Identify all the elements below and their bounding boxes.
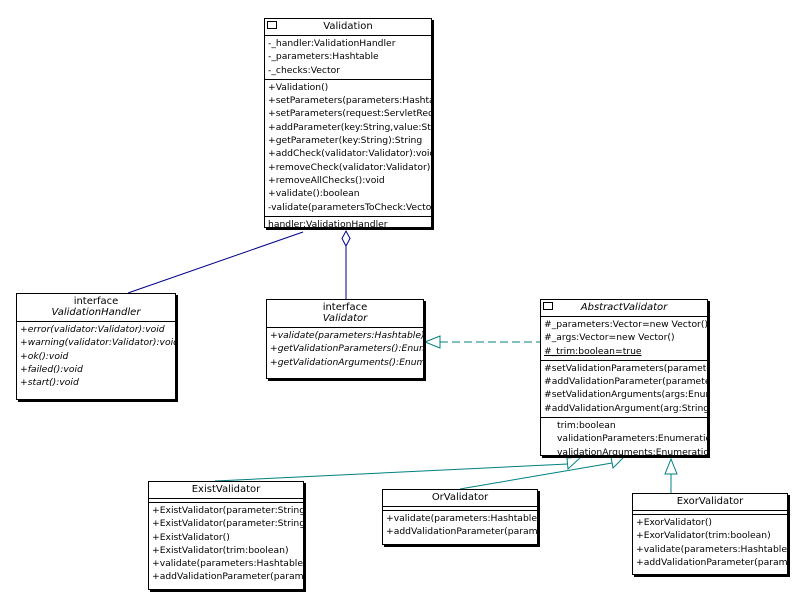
operation: -validate(parametersToCheck:Vector) (268, 201, 431, 213)
operation: +start():void (20, 377, 79, 389)
generalization-or-line (459, 462, 613, 490)
operation: +warning(validator:Validator):void (20, 337, 175, 349)
operation: +addValidationParameter(parameter) (636, 556, 787, 568)
operation: +addValidationParameter(parameter) (152, 571, 303, 583)
operation: +ExistValidator(trim:boolean) (152, 544, 289, 556)
operation: +getParameter(key:String):String (268, 135, 423, 147)
class-header: AbstractValidator (541, 300, 707, 317)
operation: +ExistValidator() (152, 531, 230, 543)
validation-class[interactable]: Validation -_handler:ValidationHandler -… (264, 18, 432, 228)
or-validator-class[interactable]: OrValidator +validate(parameters:Hashtab… (382, 489, 538, 545)
interface-name: ValidationHandler (51, 307, 141, 318)
realization-arrowhead (423, 335, 441, 349)
operation: #addValidationArgument(arg:String) (544, 402, 707, 414)
operation: +setParameters(parameters:Hashtable) (268, 95, 431, 107)
operation: #setValidationParameters(parameters) (544, 362, 707, 374)
operation: +validate():boolean (268, 188, 360, 200)
operations-compartment: #setValidationParameters(parameters) #ad… (541, 361, 707, 419)
attributes-compartment (383, 507, 537, 511)
class-name: ExorValidator (676, 496, 744, 507)
operations-compartment: +validate(parameters:Hashtable): +getVal… (267, 328, 423, 371)
property: trim:boolean (557, 420, 616, 432)
operations-compartment: +Validation() +setParameters(parameters:… (265, 80, 431, 217)
operations-compartment: +error(validator:Validator):void +warnin… (17, 322, 175, 391)
properties-compartment: trim:boolean validationParameters:Enumer… (541, 418, 707, 456)
operation: #addValidationParameter(parameter) (544, 376, 707, 388)
operation: +getValidationParameters():Enum (270, 343, 423, 355)
attribute: #_args:Vector=new Vector() (544, 332, 675, 344)
attribute: -_handler:ValidationHandler (268, 38, 396, 49)
validation-handler-interface[interactable]: interface ValidationHandler +error(valid… (16, 293, 176, 400)
operation: +Validation() (268, 81, 329, 93)
generalization-exist-arrowhead (566, 456, 583, 471)
interface-header: interface ValidationHandler (17, 294, 175, 322)
attributes-compartment: #_parameters:Vector=new Vector() #_args:… (541, 317, 707, 361)
operation: +getValidationArguments():Enum (270, 356, 423, 368)
interface-name: Validator (322, 313, 368, 324)
operations-compartment: +ExorValidator() +ExorValidator(trim:boo… (633, 515, 787, 571)
exist-validator-class[interactable]: ExistValidator +ExistValidator(parameter… (148, 481, 304, 590)
class-name: OrValidator (431, 492, 489, 503)
property: validationArguments:Enumeration (557, 446, 707, 456)
operation: +validate(parameters:Hashtable): (152, 558, 303, 570)
class-header: ExorValidator (633, 494, 787, 511)
operation: +ExistValidator(parameter:String, (152, 505, 303, 516)
operation: +removeCheck(validator:Validator) (268, 161, 431, 173)
property: validationParameters:Enumeration (557, 433, 707, 445)
operation: +setParameters(request:ServletRequest) (268, 108, 431, 120)
operations-compartment: +ExistValidator(parameter:String, +Exist… (149, 503, 303, 586)
class-name: Validation (323, 21, 373, 32)
attributes-compartment (149, 499, 303, 503)
validator-interface[interactable]: interface Validator +validate(parameters… (266, 299, 424, 379)
stereotype-label: interface (322, 302, 368, 313)
validation-class-header: Validation (265, 19, 431, 36)
operation: +failed():void (20, 363, 83, 375)
attribute: -_parameters:Hashtable (268, 51, 379, 63)
operation: #setValidationArguments(args:Enum) (544, 389, 707, 401)
generalization-exist-line (214, 463, 569, 482)
stereotype-label: interface (73, 296, 119, 307)
attribute: #_parameters:Vector=new Vector() (544, 319, 707, 330)
operation: +error(validator:Validator):void (20, 324, 165, 335)
abstract-validator-class[interactable]: AbstractValidator #_parameters:Vector=ne… (540, 299, 708, 456)
interface-header: interface Validator (267, 300, 423, 328)
operation: +validate(parameters:Hashtable): (636, 543, 787, 555)
operation: +ExorValidator() (636, 517, 712, 528)
attribute: -_checks:Vector (268, 64, 340, 76)
operation: +validate(parameters:Hashtable): (386, 513, 537, 524)
operation: +addCheck(validator:Validator):void (268, 148, 431, 160)
operation: +ExistValidator(parameter:String) (152, 518, 303, 530)
operation: +addValidationParameter(parameter) (386, 526, 537, 538)
attributes-compartment (633, 511, 787, 515)
exor-validator-class[interactable]: ExorValidator +ExorValidator() +ExorVali… (632, 493, 788, 575)
operation: +ok():void (20, 350, 69, 362)
operation: +removeAllChecks():void (268, 174, 385, 186)
class-header: ExistValidator (149, 482, 303, 499)
class-header: OrValidator (383, 490, 537, 507)
operations-compartment: +validate(parameters:Hashtable): +addVal… (383, 511, 537, 541)
package-icon (267, 21, 277, 29)
operation: +validate(parameters:Hashtable): (270, 330, 423, 341)
aggregation-diamond (341, 229, 351, 248)
attribute: #_trim:boolean=true (544, 345, 642, 357)
generalization-or-arrowhead (610, 455, 627, 470)
package-icon (543, 302, 553, 310)
operation: +ExorValidator(trim:boolean) (636, 530, 771, 542)
class-name: AbstractValidator (580, 302, 668, 313)
class-name: ExistValidator (191, 484, 261, 495)
properties-compartment: handler:ValidationHandler (265, 217, 431, 228)
attributes-compartment: -_handler:ValidationHandler -_parameters… (265, 36, 431, 80)
association-handler-line (127, 231, 304, 294)
property: handler:ValidationHandler (268, 218, 388, 228)
operation: +addParameter(key:String,value:String) (268, 121, 431, 133)
generalization-exor-arrowhead (664, 457, 678, 475)
